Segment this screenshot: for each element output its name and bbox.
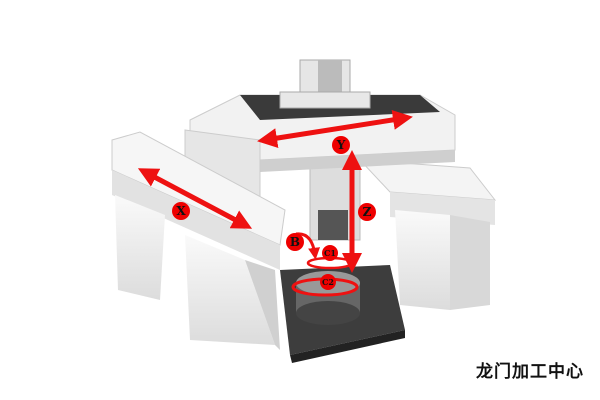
c1-axis-label: C1 [324,248,336,258]
x-axis-label: X [176,204,186,218]
y-axis-arrow [257,109,413,149]
b-axis-label: B [290,235,300,249]
c2-axis-label: C2 [322,277,334,287]
worktable [280,265,405,363]
y-axis-label: Y [336,138,346,152]
x-axis-arrow [137,168,253,229]
right-rail [358,159,497,310]
machine-title-caption: 龙门加工中心 [476,362,584,382]
axis-badges: X Y Z B C1 C2 [172,136,376,290]
z-axis-label: Z [363,205,372,219]
